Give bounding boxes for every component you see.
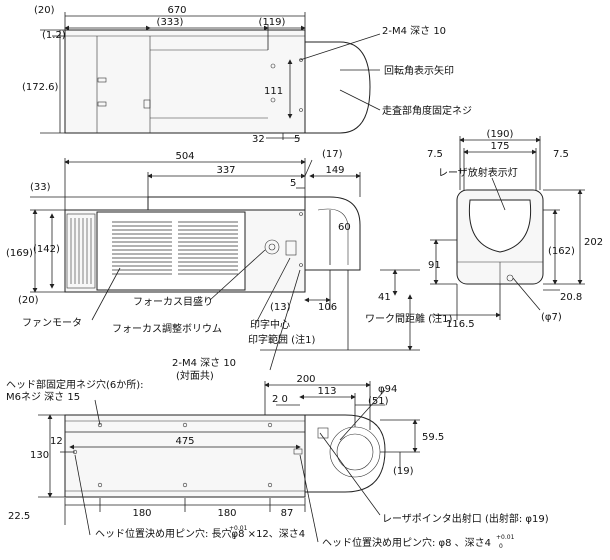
bottom-scan-head [304,414,386,493]
label-rotation-arrow: 回転角表示矢印 [384,64,454,77]
label-scan-screw: 走査部角度固定ネジ [382,104,472,117]
tolerance-round-lower: 0 [499,543,503,550]
dim-side-17: (17) [322,149,343,160]
dim-front-116-5: 116.5 [446,319,475,330]
dim-top-111: 111 [264,86,283,97]
dim-bottom-200: 200 [296,374,315,385]
label-m4-top: 2-M4 深さ 10 [382,25,446,37]
dim-top-32: 32 [252,134,265,145]
tolerance-round-upper: +0.01 [496,534,515,541]
dim-front-162: (162) [548,246,575,257]
label-m4-side: 2-M4 深さ 10 [172,357,236,369]
dim-bottom-87: 87 [281,508,294,519]
dim-top-670: 670 [167,5,186,16]
dim-front-91: 91 [428,260,441,271]
label-head-screw-line1: ヘッド部固定用ネジ穴(6か所): [6,378,144,391]
dim-bottom-12: 12 [50,436,63,447]
dim-front-190: (190) [487,129,514,140]
label-focus-scale: フォーカス目盛り [133,295,213,308]
dim-top-119: (119) [259,17,286,28]
pointer-aperture-icon [317,427,329,439]
dim-bottom-113: 113 [317,386,336,397]
dim-top-1-2: (1.2) [42,30,66,41]
dim-side-106: 106 [318,302,337,313]
dim-side-142: (142) [33,244,60,255]
bottom-view: 200 113 2 0 (51) φ94 12 475 130 59.5 (19… [6,374,549,550]
dim-bottom-19: (19) [393,466,414,477]
dim-side-169: (169) [6,248,33,259]
dim-bottom-51: (51) [368,396,389,407]
side-fan-motor [66,213,96,289]
dim-side-13: (13) [270,302,291,313]
label-fan-motor: ファンモータ [22,317,82,329]
dim-side-149: 149 [325,165,344,176]
dim-bottom-180b: 180 [217,508,236,519]
dim-bottom-22-5: 22.5 [8,511,30,522]
tolerance-long-lower: 0 [232,534,236,541]
dim-front-175: 175 [490,141,509,152]
dim-front-7-5-right: 7.5 [553,149,569,160]
dim-front-202: 202 [584,237,603,248]
front-scan-window [468,199,532,253]
label-laser-pointer: レーザポインタ出射口 (出射部: φ19) [382,512,549,525]
dim-top-333: (333) [157,17,184,28]
top-view: (20) 670 (333) (119) (1.2) (172.6) 111 3… [22,5,472,145]
label-work-distance: ワーク間距離 (注1) [365,312,452,325]
dim-bottom-phi94: φ94 [378,384,397,395]
dim-bottom-180a: 180 [132,508,151,519]
dim-side-337: 337 [216,165,235,176]
dim-bottom-130: 130 [30,450,49,461]
dim-side-60: 60 [338,222,351,233]
top-scan-head [304,41,371,134]
label-print-center: 印字中心 [250,318,290,331]
dim-side-20: (20) [18,295,39,306]
dim-side-41: 41 [378,292,391,303]
dim-front-phi7: (φ7) [541,312,562,323]
label-pin-hole-round: ヘッド位置決め用ピン穴: φ8 、深さ4 [322,536,491,549]
label-print-range: 印字範囲 (注1) [248,333,315,346]
dim-bottom-59-5: 59.5 [422,432,444,443]
side-view: 504 337 (17) 5 149 (33) (169) (142) (20)… [6,149,452,382]
focus-volume-icon [285,240,297,256]
dim-top-20: (20) [34,5,55,16]
dim-top-5: 5 [294,134,300,145]
label-head-screw-line2: M6ネジ 深さ 15 [6,391,80,403]
tolerance-long-upper: +0.01 [229,525,248,532]
front-view: (190) 175 7.5 7.5 202 (162) 91 20.8 116.… [427,129,603,330]
top-view-body [64,29,306,134]
focus-scale-icon [264,239,280,255]
dim-front-7-5-left: 7.5 [427,149,443,160]
side-vent-grille [112,221,238,275]
side-scan-head [304,196,361,271]
bottom-view-body [64,414,306,498]
dim-side-5: 5 [290,178,296,189]
dim-bottom-20: 2 0 [272,394,288,405]
dim-bottom-475: 475 [175,436,194,447]
dim-side-33: (33) [30,182,51,193]
label-m4-opposite: (対面共) [176,369,214,382]
dim-front-20-8: 20.8 [560,292,582,303]
dim-top-172-6: (172.6) [22,82,59,93]
dim-side-504: 504 [175,151,194,162]
label-laser-lamp: レーザ放射表示灯 [438,166,518,179]
label-focus-volume: フォーカス調整ボリウム [112,322,222,335]
label-pin-hole-long: ヘッド位置決め用ピン穴: 長穴φ8 ×12、深さ4 [95,527,305,540]
